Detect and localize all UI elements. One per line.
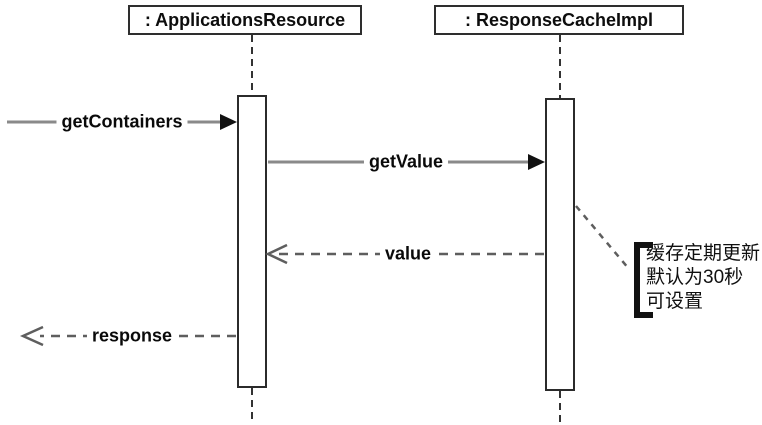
message-label-getvalue: getValue — [363, 151, 449, 173]
activation-bar-response-cache-impl — [545, 98, 575, 391]
note-line: 默认为30秒 — [646, 267, 744, 288]
lifeline-head-response-cache-impl: : ResponseCacheImpl — [434, 5, 684, 35]
note-line: 可设置 — [646, 291, 704, 312]
note-connector-line — [575, 205, 630, 270]
arrowhead-response — [19, 325, 44, 347]
lifeline-head-applications-resource: : ApplicationsResource — [128, 5, 362, 35]
arrowhead-getvalue — [528, 154, 545, 170]
message-label-value: value — [379, 243, 437, 265]
arrowhead-getcontainers — [220, 114, 237, 130]
arrowhead-value — [265, 243, 288, 265]
note-cache-refresh: 缓存定期更新 默认为30秒 可设置 — [646, 242, 760, 314]
message-label-response: response — [86, 325, 178, 347]
note-line: 缓存定期更新 — [646, 243, 761, 264]
message-label-getcontainers: getContainers — [56, 111, 188, 133]
activation-bar-applications-resource — [237, 95, 267, 388]
lifeline-label: : ApplicationsResource — [144, 9, 346, 30]
lifeline-label: : ResponseCacheImpl — [464, 9, 654, 30]
